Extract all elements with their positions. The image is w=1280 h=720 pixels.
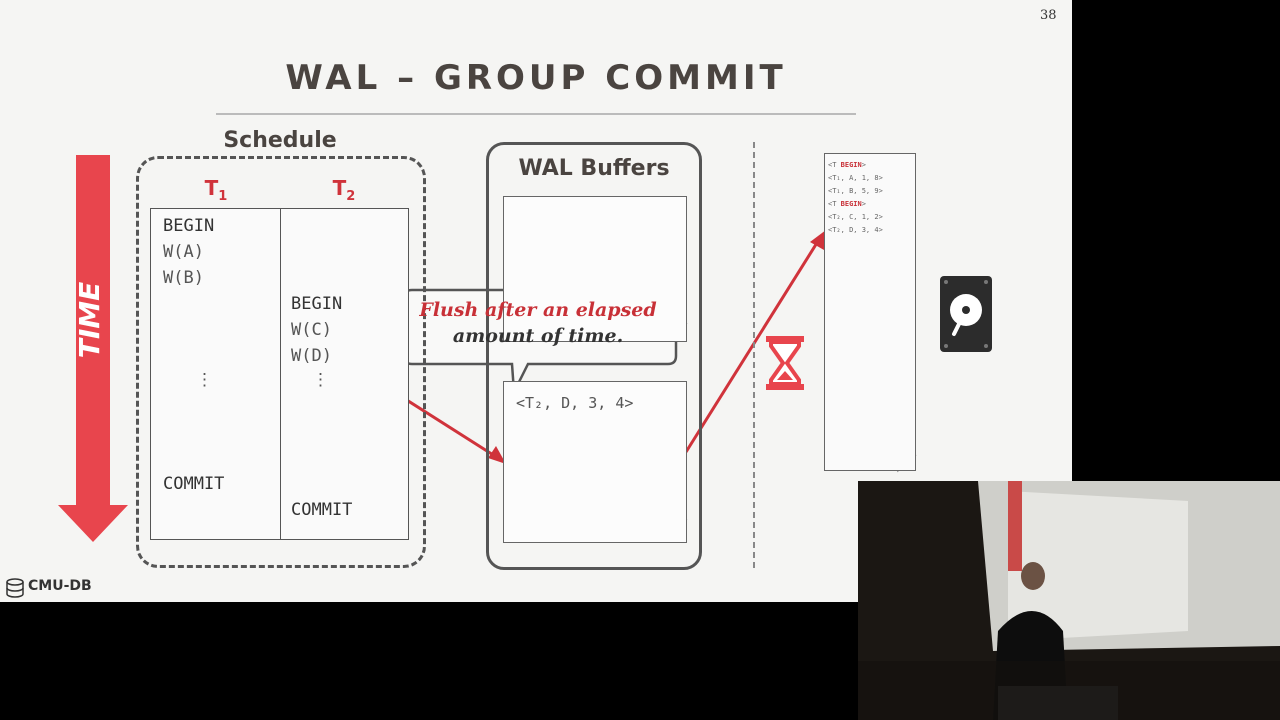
memory-disk-divider xyxy=(753,142,755,568)
t1-header: T1 xyxy=(204,176,228,204)
flush-arrow-head xyxy=(488,446,506,464)
t1-op-write-a: W(A) xyxy=(163,242,204,262)
log-line: <T₁, A, 1, 8> xyxy=(828,174,883,182)
t2-op-begin: BEGIN xyxy=(291,294,343,314)
t2-op-ellipsis: ⋮ xyxy=(312,370,329,390)
log-arrow-head xyxy=(810,230,826,250)
speaker-video-scene xyxy=(858,481,1280,720)
timer-icon xyxy=(766,336,804,390)
schedule-box xyxy=(136,156,426,568)
log-line: <T₁, B, 5, 9> xyxy=(828,187,883,195)
t1-op-write-b: W(B) xyxy=(163,268,204,288)
title-rule xyxy=(216,113,856,115)
callout-line-2: amount of time. xyxy=(452,325,624,347)
log-line: <T₂, D, 3, 4> xyxy=(828,226,883,234)
t2-op-commit: COMMIT xyxy=(291,500,353,520)
page-title: WAL – GROUP COMMIT xyxy=(285,58,787,98)
log-line: <T BEGIN> xyxy=(828,161,866,169)
disk-icon xyxy=(940,276,992,352)
buffer-entry: <T₂, D, 3, 4> xyxy=(516,394,634,412)
speaker-video-feed xyxy=(858,481,1280,720)
time-label: TIME xyxy=(73,281,106,359)
slide: 38 WAL – GROUP COMMIT xyxy=(0,0,1072,602)
t1-op-ellipsis: ⋮ xyxy=(196,370,213,390)
log-line: <T₂, C, 1, 2> xyxy=(828,213,883,221)
t2-op-write-c: W(C) xyxy=(291,320,332,340)
t1-column xyxy=(150,208,282,540)
wal-buffers-box xyxy=(486,142,702,570)
callout-text: Flush after an elapsed amount of time. xyxy=(404,297,672,349)
t2-header: T2 xyxy=(332,176,356,204)
brand-label: CMU-DB xyxy=(28,578,92,594)
wal-buffer-2 xyxy=(503,381,687,543)
t1-op-commit: COMMIT xyxy=(163,474,225,494)
t2-op-write-d: W(D) xyxy=(291,346,332,366)
t2-column xyxy=(280,208,409,540)
callout-line-1: Flush after an elapsed xyxy=(419,299,657,321)
wal-buffer-1 xyxy=(503,196,687,342)
log-file-page xyxy=(824,153,916,471)
log-line: <T BEGIN> xyxy=(828,200,866,208)
time-arrow xyxy=(58,155,128,542)
cmu-db-logo-icon xyxy=(6,578,24,598)
wal-buffers-label: WAL Buffers xyxy=(518,156,670,181)
page-number: 38 xyxy=(1040,8,1057,23)
t1-op-begin: BEGIN xyxy=(163,216,215,236)
schedule-label: Schedule xyxy=(223,128,337,153)
